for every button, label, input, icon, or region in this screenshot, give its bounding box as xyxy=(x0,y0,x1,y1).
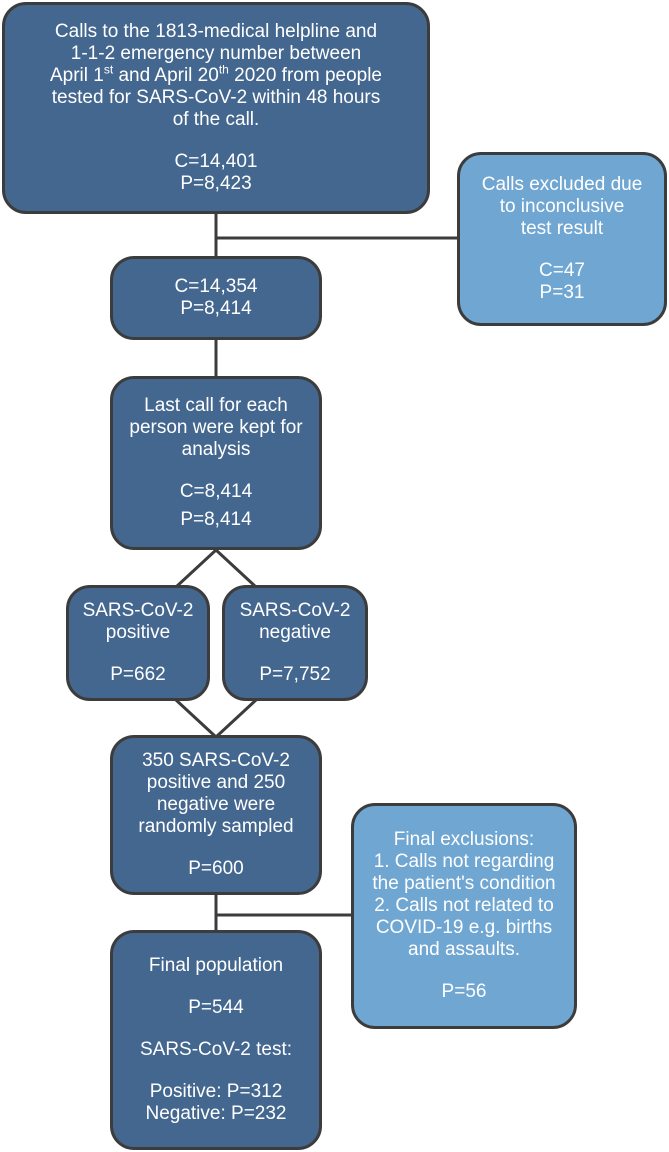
after-exclusion-persons-count: P=8,414 xyxy=(180,298,252,319)
start-line-3: April 1st and April 20th 2020 from peopl… xyxy=(49,62,383,86)
box-final-population: Final population P=544 SARS-CoV-2 test: … xyxy=(110,930,322,1150)
final-exclusions-persons-count: P=56 xyxy=(441,981,487,1002)
negative-persons-count: P=7,752 xyxy=(259,664,331,685)
excluded-persons-count: P=31 xyxy=(539,282,585,303)
last-call-calls-count: C=8,414 xyxy=(179,481,253,502)
sampled-line-1: 350 SARS-CoV-2 xyxy=(142,750,290,771)
start-line-2: 1-1-2 emergency number between xyxy=(70,43,362,64)
start-line-4: tested for SARS-CoV-2 within 48 hours xyxy=(51,87,381,108)
excluded-line-2: to inconclusive xyxy=(499,196,625,217)
box-after-exclusion: C=14,354 P=8,414 xyxy=(110,256,322,340)
after-exclusion-calls-count: C=14,354 xyxy=(174,276,258,297)
box-excluded-inconclusive: Calls excluded due to inconclusive test … xyxy=(457,152,667,326)
positive-persons-count: P=662 xyxy=(110,664,166,685)
final-population-persons-count: P=544 xyxy=(188,997,244,1018)
last-call-persons-count: P=8,414 xyxy=(180,509,252,530)
start-calls-count: C=14,401 xyxy=(174,151,258,172)
box-last-call: Last call for each person were kept for … xyxy=(110,376,322,550)
box-random-sample: 350 SARS-CoV-2 positive and 250 negative… xyxy=(110,735,322,895)
connector-lastcall-to-positive xyxy=(174,548,218,589)
start-line-1: Calls to the 1813-medical helpline and xyxy=(54,21,378,42)
last-call-line-3: analysis xyxy=(181,439,251,460)
sampled-line-2: positive and 250 xyxy=(146,772,286,793)
connector-lastcall-to-negative xyxy=(214,548,258,589)
negative-line-1: SARS-CoV-2 xyxy=(239,600,351,621)
positive-line-1: SARS-CoV-2 xyxy=(82,600,194,621)
sampled-persons-count: P=600 xyxy=(188,858,244,879)
final-exclusions-item2-b: COVID-19 e.g. births xyxy=(375,917,553,938)
excluded-calls-count: C=47 xyxy=(539,260,585,281)
final-exclusions-item2-a: 2. Calls not related to xyxy=(374,895,554,916)
negative-line-2: negative xyxy=(259,622,331,643)
excluded-line-3: test result xyxy=(520,218,604,239)
box-sars-positive: SARS-CoV-2 positive P=662 xyxy=(66,585,210,701)
last-call-line-2: person were kept for xyxy=(129,417,303,438)
final-population-title: Final population xyxy=(148,955,284,976)
final-population-positive: Positive: P=312 xyxy=(149,1081,283,1102)
final-exclusions-item1-a: 1. Calls not regarding xyxy=(373,851,555,872)
box-initial-calls: Calls to the 1813-medical helpline and 1… xyxy=(2,2,430,214)
box-sars-negative: SARS-CoV-2 negative P=7,752 xyxy=(222,585,368,701)
final-exclusions-title: Final exclusions: xyxy=(393,829,535,850)
sampled-line-4: randomly sampled xyxy=(138,816,294,837)
final-exclusions-item1-b: the patient's condition xyxy=(372,873,556,894)
positive-line-2: positive xyxy=(105,622,171,643)
box-final-exclusions: Final exclusions: 1. Calls not regarding… xyxy=(351,803,577,1029)
excluded-line-1: Calls excluded due xyxy=(481,174,643,195)
sampled-line-3: negative were xyxy=(156,794,276,815)
last-call-line-1: Last call for each xyxy=(144,395,288,416)
final-population-negative: Negative: P=232 xyxy=(145,1103,287,1124)
final-exclusions-item2-c: and assaults. xyxy=(408,939,520,960)
connector-negative-to-sampled xyxy=(214,698,258,739)
start-line-5: of the call. xyxy=(172,109,260,130)
connector-positive-to-sampled xyxy=(174,698,218,739)
start-persons-count: P=8,423 xyxy=(180,173,252,194)
final-population-test-label: SARS-CoV-2 test: xyxy=(139,1039,293,1060)
